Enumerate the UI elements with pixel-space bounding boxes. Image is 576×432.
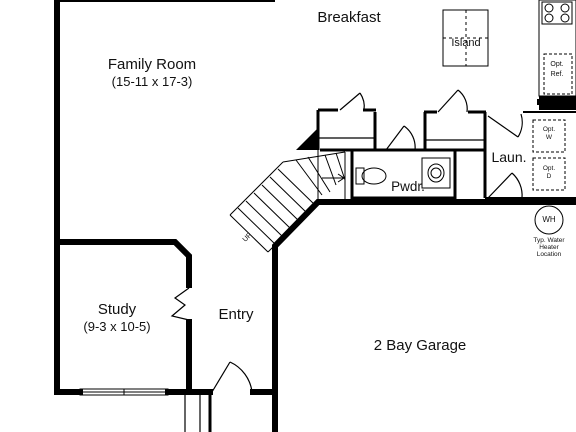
study-dims: (9-3 x 10-5) <box>83 319 151 334</box>
washer-outline <box>532 119 566 153</box>
breakfast-label: Breakfast <box>317 9 381 26</box>
washer-dryer <box>532 119 566 191</box>
powder-label: Pwdr. <box>391 179 425 194</box>
toilet-tank <box>355 167 365 185</box>
fridge-outline <box>543 53 573 95</box>
staircase <box>229 150 346 253</box>
study-top-wall <box>54 239 192 288</box>
study-label: Study <box>97 301 137 318</box>
garage-wall <box>272 199 576 432</box>
vanity <box>421 157 451 189</box>
fridge-label-line1: Opt. <box>550 61 564 68</box>
entry-door <box>211 361 231 393</box>
entry-label: Entry <box>218 306 254 323</box>
fridge-wall-block <box>539 96 576 110</box>
fridge-label-line2: Ref. <box>550 71 564 78</box>
study-bifold-door <box>170 287 190 321</box>
dryer-label-line1: Opt. <box>542 165 556 172</box>
kitchen-counter <box>538 0 576 97</box>
toilet-bowl <box>361 167 387 185</box>
island-label: Island <box>451 37 481 49</box>
washer-label-line1: Opt. <box>542 126 556 133</box>
powder-door <box>385 125 405 151</box>
doors <box>170 89 523 393</box>
windows <box>79 388 169 396</box>
water-heater-label-line1: Typ. Water <box>533 237 565 244</box>
closet-door-1 <box>339 92 361 111</box>
sink-bowl <box>427 163 445 183</box>
garage-label: 2 Bay Garage <box>373 337 467 354</box>
island <box>442 9 489 67</box>
wall-wedge <box>296 128 318 150</box>
closet-door-2 <box>437 89 459 113</box>
water-heater-label-line2: Heater <box>539 244 559 251</box>
powder-fixtures <box>355 157 451 189</box>
garage-door <box>487 172 513 199</box>
family-room-label: Family Room <box>107 56 197 73</box>
water-heater-symbol <box>534 205 564 235</box>
washer-label-line2: W <box>545 134 553 141</box>
study-left-wall <box>54 241 83 395</box>
dryer-label-line2: D <box>546 173 552 180</box>
water-heater-symbol-label: WH <box>542 215 556 224</box>
water-heater-label-line3: Location <box>536 251 562 258</box>
dryer-outline <box>532 157 566 191</box>
laundry-door <box>487 115 519 138</box>
laundry-label: Laun. <box>491 149 527 165</box>
family-room-dims: (15-11 x 17-3) <box>111 74 193 89</box>
